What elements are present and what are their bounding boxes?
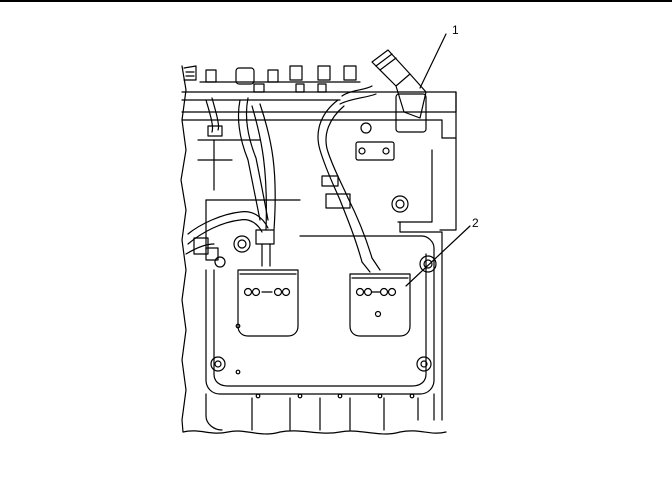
left-ecm-module [237,269,299,337]
top-bolt-row [183,65,361,93]
callout-1-label: 1 [452,23,459,37]
callout-1-leader [419,33,447,89]
callout-2-leader [405,225,471,287]
right-ecm-module [349,273,411,337]
lower-block [205,393,435,431]
engine-block [180,65,457,435]
callout-leaders [405,33,471,287]
callout-2-label: 2 [472,216,479,230]
ecm-mounting-plate [205,195,437,399]
top-rule [0,0,672,2]
wiring-harness [185,97,381,273]
